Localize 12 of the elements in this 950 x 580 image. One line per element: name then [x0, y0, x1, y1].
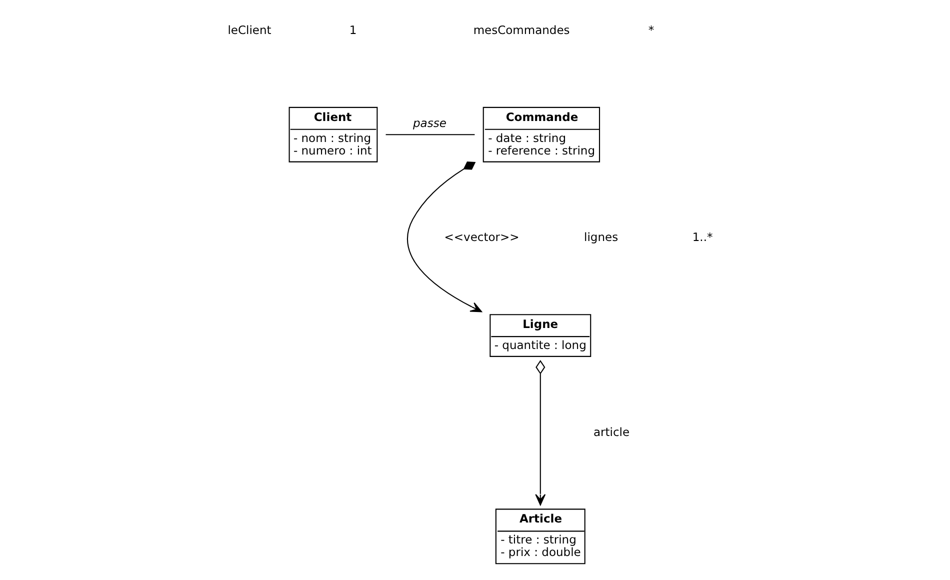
label: lignes — [584, 230, 618, 244]
label: article — [594, 424, 630, 439]
label: <<vector>> — [444, 230, 520, 244]
edge-label: passe — [413, 116, 446, 130]
label: 1..* — [692, 230, 713, 244]
label: mesCommandes — [473, 22, 570, 37]
arrow — [407, 161, 482, 312]
arrow — [535, 360, 546, 506]
label: 1 — [349, 22, 357, 37]
label: leClient — [228, 22, 272, 37]
connector — [386, 134, 475, 136]
label: * — [648, 22, 654, 37]
